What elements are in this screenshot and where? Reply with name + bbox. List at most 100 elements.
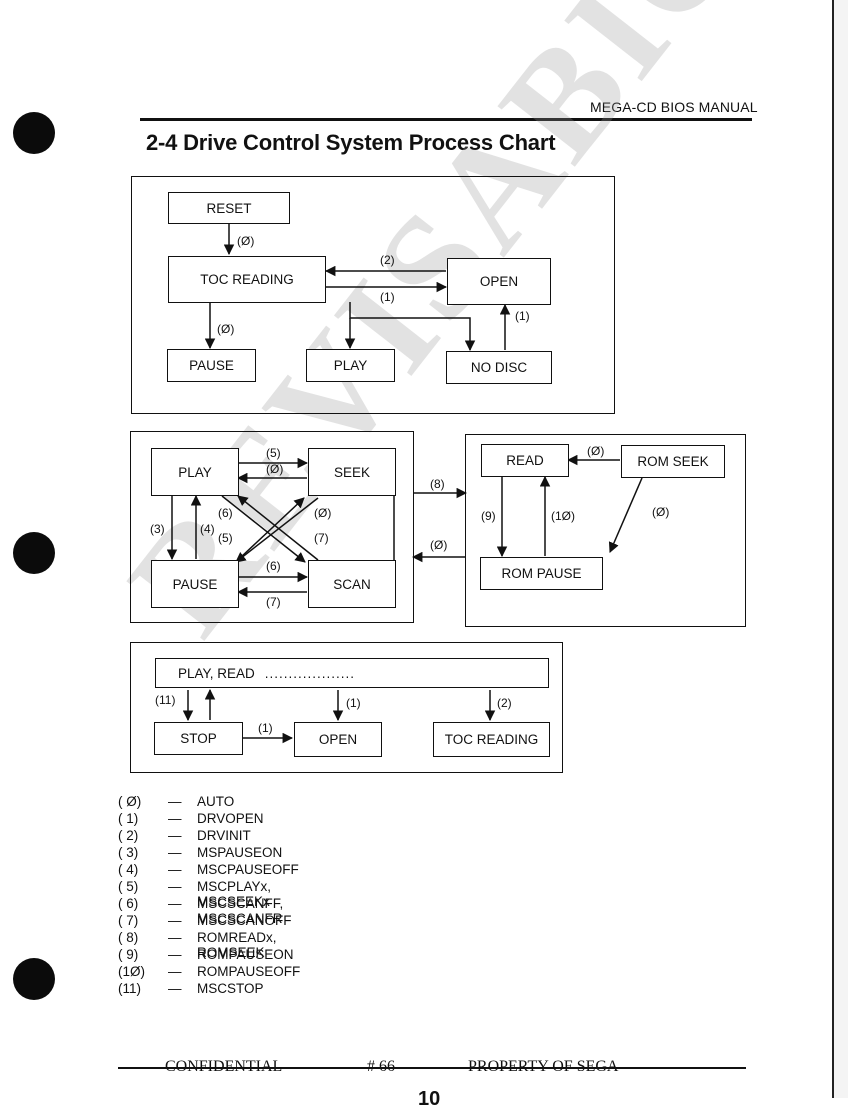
legend-dash: —	[168, 794, 182, 809]
arrow-pause-to-seek	[239, 497, 305, 559]
legend-code: ( 8)	[118, 930, 139, 945]
legend-code: ( 2)	[118, 828, 139, 843]
legend-code: ( Ø)	[118, 794, 142, 809]
binder-hole-middle	[13, 532, 55, 574]
legend-command: ROMREADx, ROMSEEK	[197, 930, 277, 960]
label-romseek-to-rompause: (Ø)	[652, 505, 670, 519]
node-open: OPEN	[294, 722, 382, 757]
page-title: 2-4 Drive Control System Process Chart	[146, 130, 556, 155]
diagram-mid-right-frame	[465, 434, 746, 627]
footer-confidential: CONFIDENTIAL	[165, 1058, 282, 1076]
footer-rule	[118, 1067, 746, 1069]
legend-command: ROMPAUSEOFF	[197, 964, 301, 979]
legend-code: ( 7)	[118, 913, 139, 928]
legend-dash: —	[168, 913, 182, 928]
legend-dash: —	[168, 879, 182, 894]
label-stop-to-open: (1)	[258, 721, 273, 735]
node-rom-seek: ROM SEEK	[621, 445, 725, 478]
label-1-down: (1)	[346, 696, 361, 710]
label-nodisc-to-open: (1)	[515, 309, 530, 323]
label-to-right: (8)	[430, 477, 445, 491]
label-0-upper: (Ø)	[314, 506, 332, 520]
label-9: (9)	[481, 509, 496, 523]
page-edge	[832, 0, 848, 1098]
node-toc-reading: TOC READING	[168, 256, 326, 303]
play-read-label: PLAY, READ	[178, 665, 255, 681]
node-scan: SCAN	[308, 560, 396, 608]
legend-command: AUTO	[197, 794, 235, 809]
legend-code: ( 9)	[118, 947, 139, 962]
legend-code: (1Ø)	[118, 964, 145, 979]
legend-dash: —	[168, 845, 182, 860]
legend-dash: —	[168, 964, 182, 979]
label-10: (1Ø)	[551, 509, 575, 523]
label-6-upper: (6)	[218, 506, 233, 520]
legend-code: ( 6)	[118, 896, 139, 911]
label-toc-to-pause: (Ø)	[217, 322, 235, 336]
legend-command: MSPAUSEON	[197, 845, 283, 860]
legend-dash: —	[168, 811, 182, 826]
label-2-down: (2)	[497, 696, 512, 710]
footer-property: PROPERTY OF SEGA	[468, 1058, 618, 1076]
legend-command: MSCSCANOFF	[197, 913, 292, 928]
label-from-right: (Ø)	[430, 538, 448, 552]
node-stop: STOP	[154, 722, 243, 755]
legend-dash: —	[168, 947, 182, 962]
diagram-top-frame	[131, 176, 615, 414]
legend-command: DRVINIT	[197, 828, 251, 843]
label-pause-to-scan: (6)	[266, 559, 281, 573]
legend-command: MSCSTOP	[197, 981, 264, 996]
label-3: (3)	[150, 522, 165, 536]
node-rom-pause: ROM PAUSE	[480, 557, 603, 590]
node-reset: RESET	[168, 192, 290, 224]
arrow-play-to-scan	[221, 495, 306, 563]
arrow-romseek-to-rompause	[608, 477, 643, 553]
manual-title: MEGA-CD BIOS MANUAL	[590, 99, 758, 115]
label-toc-to-open: (1)	[380, 290, 395, 304]
play-read-dots: ...................	[264, 665, 356, 681]
node-pause: PAUSE	[151, 560, 239, 608]
legend-command: MSCSCANFF, MSCSCANFR	[197, 896, 284, 926]
legend-command: DRVOPEN	[197, 811, 264, 826]
legend-command: MSCPAUSEOFF	[197, 862, 299, 877]
label-romseek-to-read: (Ø)	[587, 444, 605, 458]
binder-hole-top	[13, 112, 55, 154]
node-play-read: PLAY, READ ...................	[155, 658, 549, 688]
legend-dash: —	[168, 896, 182, 911]
legend-command: MSCPLAYx, MSCSEEKx	[197, 879, 272, 909]
label-7-upper: (7)	[314, 531, 329, 545]
footer-doc-number: # 66	[367, 1058, 395, 1076]
binder-hole-bottom	[13, 958, 55, 1000]
node-open: OPEN	[447, 258, 551, 305]
node-play: PLAY	[306, 349, 395, 382]
legend-code: (11)	[118, 981, 142, 996]
page-number: 10	[418, 1088, 441, 1110]
label-open-to-toc: (2)	[380, 253, 395, 267]
label-seek-to-play: (Ø)	[266, 462, 284, 476]
legend-code: ( 5)	[118, 879, 139, 894]
arrow-toc-to-play-and-nodisc	[349, 302, 476, 352]
legend-dash: —	[168, 930, 182, 945]
legend-code: ( 1)	[118, 811, 139, 826]
node-seek: SEEK	[308, 448, 396, 496]
legend-command: ROMPAUSEON	[197, 947, 294, 962]
label-scan-to-pause: (7)	[266, 595, 281, 609]
node-pause: PAUSE	[167, 349, 256, 382]
diagram-bottom-frame	[130, 642, 563, 773]
label-play-to-seek: (5)	[266, 446, 281, 460]
node-play: PLAY	[151, 448, 239, 496]
legend-dash: —	[168, 828, 182, 843]
node-toc-reading: TOC READING	[433, 722, 550, 757]
label-11: (11)	[155, 693, 176, 707]
node-no-disc: NO DISC	[446, 351, 552, 384]
legend-code: ( 4)	[118, 862, 139, 877]
arrow-scan-to-play	[237, 495, 319, 561]
diagram-mid-left-frame	[130, 431, 414, 623]
legend-code: ( 3)	[118, 845, 139, 860]
label-5: (5)	[218, 531, 233, 545]
legend-dash: —	[168, 981, 182, 996]
legend-dash: —	[168, 862, 182, 877]
header-rule	[140, 118, 752, 121]
arrow-seek-to-pause	[235, 497, 319, 563]
